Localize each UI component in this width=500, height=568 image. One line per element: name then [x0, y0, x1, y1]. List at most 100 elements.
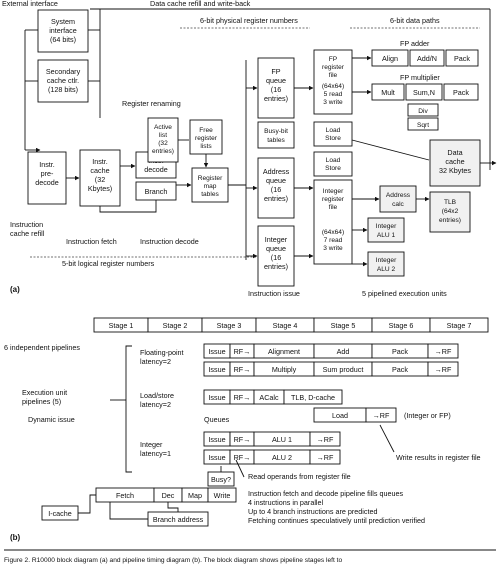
- icache-refill-0: Instruction: [10, 220, 43, 229]
- sec-cache-text-2: (128 bits): [48, 85, 78, 94]
- branch-to-fetch: [109, 502, 148, 520]
- to-rf-text: →RF: [317, 435, 334, 444]
- int-queue-1: queue: [266, 244, 286, 253]
- reg-renaming-label: Register renaming: [122, 99, 181, 108]
- write-cell: [207, 487, 237, 503]
- active-list-1: list: [159, 132, 167, 139]
- to-rf-cell: [309, 431, 341, 447]
- icache-text-2: (32: [95, 175, 105, 184]
- icache-refill-1: cache refill: [10, 229, 45, 238]
- exec-pipes-0: Execution unit: [22, 388, 67, 397]
- int-register-file-block: [313, 179, 353, 265]
- active-list-block: [147, 117, 179, 163]
- int-rf-2: file: [329, 204, 338, 211]
- ls1-0: Load: [326, 127, 341, 134]
- busy-bit-0: Busy-bit: [264, 128, 288, 135]
- fp-rf-5: 3 write: [323, 99, 343, 106]
- ls1-1: Store: [325, 135, 341, 142]
- busy-text: Busy?: [211, 475, 231, 484]
- external-interface-label: External interface: [2, 0, 58, 8]
- issue-text: Issue: [208, 365, 225, 374]
- icache-to-fetch: [78, 494, 96, 514]
- load-store-block-2: [313, 151, 353, 177]
- int-rf-4: 7 read: [324, 237, 343, 244]
- tlb-dcache-cell: [283, 389, 343, 405]
- addr-queue-1: queue: [266, 176, 286, 185]
- issue-text: Issue: [208, 347, 225, 356]
- rf-text: RF→: [234, 393, 251, 402]
- tlb-dcache-text: TLB, D-cache: [291, 393, 335, 402]
- dcache-2: 32 Kbytes: [439, 166, 471, 175]
- sqrt-block: [407, 117, 439, 131]
- multiply-text: Multiply: [272, 365, 297, 374]
- sys-if-text-0: System: [51, 17, 75, 26]
- note-3: Fetching continues speculatively until p…: [248, 516, 425, 525]
- tlb-block: [429, 191, 471, 233]
- sum-product-text: Sum product: [323, 365, 364, 374]
- instr-decode-label: Instruction decode: [140, 237, 199, 246]
- busy-bit-block: [257, 121, 295, 149]
- addr-queue-0: Address: [263, 167, 290, 176]
- active-list-0: Active: [154, 124, 172, 131]
- exec-units-label: 5 pipelined execution units: [362, 289, 447, 298]
- read-operands-label: Read operands from register file: [248, 472, 351, 481]
- alu1-text: ALU 1: [272, 435, 292, 444]
- int-queue-2: (16: [271, 253, 281, 262]
- alu2-text: ALU 2: [272, 453, 292, 462]
- addr-queue-3: entries): [264, 194, 288, 203]
- fp-register-file-block: [313, 49, 353, 115]
- dcache-0: Data: [447, 148, 462, 157]
- stage-row: Stage 1 Stage 2 Stage 3 Stage 4 Stage 5 …: [93, 317, 489, 333]
- alu2-0: Integer: [376, 257, 397, 264]
- reg-map-2: tables: [201, 191, 219, 198]
- to-rf-text: →RF: [373, 411, 390, 420]
- data-cache-refill-label: Data cache refill and write-back: [150, 0, 251, 8]
- align-text: Align: [382, 54, 398, 63]
- pipelines-bracket: [125, 345, 132, 473]
- pack-text: Pack: [454, 54, 470, 63]
- dyn-issue-label: Dynamic issue: [28, 415, 75, 424]
- int-alu2-pipe: Issue RF→ ALU 2 →RF: [203, 449, 341, 465]
- addn-block: [409, 49, 445, 67]
- addn-text: Add/N: [417, 54, 437, 63]
- mult-block: [371, 83, 405, 101]
- to-rf-cell: [365, 407, 397, 423]
- addr-queue-2: (16: [271, 185, 281, 194]
- note-2: Up to 4 branch instructions are predicte…: [248, 507, 377, 516]
- fp-rf-0: FP: [329, 56, 338, 63]
- fp-mult-label: FP multiplier: [400, 73, 440, 82]
- idecode-text-1: decode: [144, 165, 168, 174]
- integer-queue-block: [257, 225, 295, 287]
- sys-if-text-1: interface: [49, 26, 77, 35]
- fp-mult-pipe: Issue RF→ Multiply Sum product Pack →RF: [203, 361, 459, 377]
- instr-fetch-label: Instruction fetch: [66, 237, 117, 246]
- note-1: 4 instructions in parallel: [248, 498, 324, 507]
- address-queue-block: [257, 157, 295, 219]
- free-reg-0: Free: [199, 127, 213, 134]
- busy-bit-1: tables: [267, 137, 285, 144]
- rf-text: RF→: [234, 435, 251, 444]
- fp-adder-label: FP adder: [400, 39, 430, 48]
- load-text: Load: [332, 411, 348, 420]
- alignment-text: Alignment: [268, 347, 300, 356]
- rf-text: RF→: [234, 365, 251, 374]
- ls-to-dcache: [351, 139, 430, 161]
- map-text: Map: [188, 491, 202, 500]
- align-block: [371, 49, 409, 67]
- fp-queue-1: queue: [266, 76, 286, 85]
- fp-lat-0: Floating-point: [140, 348, 184, 357]
- to-rf-text: →RF: [435, 347, 452, 356]
- icache-text: I-cache: [48, 509, 72, 518]
- dec-text: Dec: [162, 491, 175, 500]
- write-results-label: Write results in register file: [396, 453, 481, 462]
- free-register-block: [189, 119, 223, 155]
- instr-issue-label: Instruction issue: [248, 289, 300, 298]
- note-0: Instruction fetch and decode pipeline fi…: [248, 489, 403, 498]
- figure-caption: Figure 2. R10000 block diagram (a) and p…: [4, 557, 343, 564]
- alu1-1: ALU 1: [377, 232, 396, 239]
- to-rf-cell: [309, 449, 341, 465]
- address-calc-block: [379, 185, 417, 213]
- fp-rf-4: 5 read: [324, 91, 343, 98]
